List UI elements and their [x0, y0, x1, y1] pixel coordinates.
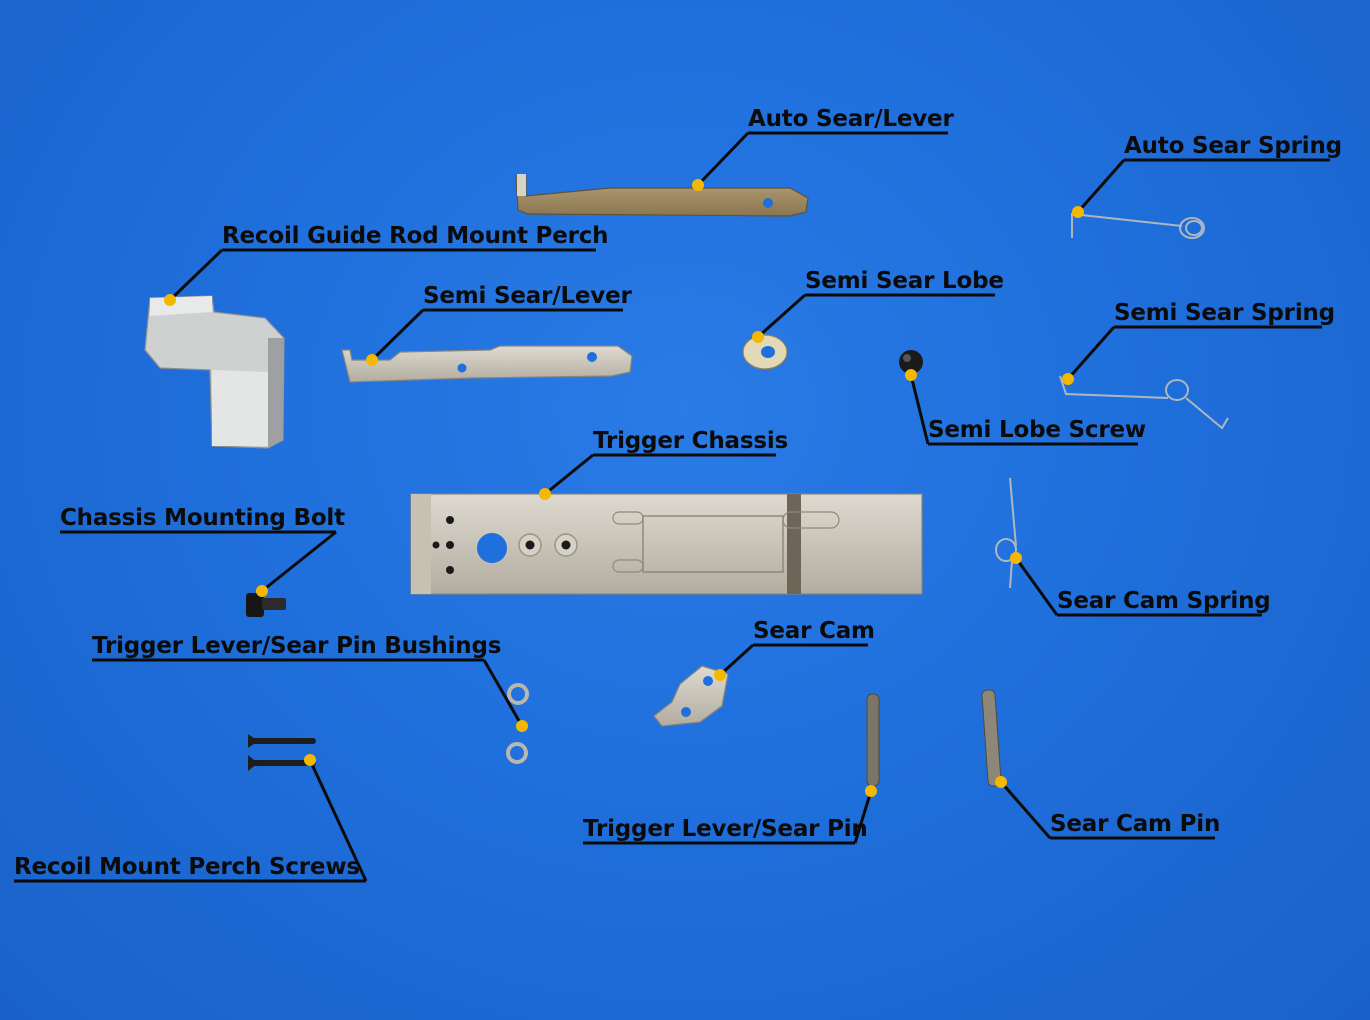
chassis-mounting-bolt-part [246, 593, 286, 617]
markers [164, 179, 1084, 797]
sear-cam-spring-part [995, 477, 1017, 589]
auto-sear-lever-part [515, 174, 809, 217]
label-underlines [14, 131, 1330, 883]
recoil-guide-rod-mount-perch-part [144, 295, 285, 449]
label-semi-sear-lobe: Semi Sear Lobe [805, 268, 1004, 294]
label-semi-sear-lever: Semi Sear/Lever [423, 283, 632, 309]
pin-bushings-part [506, 683, 529, 764]
recoil-mount-perch-screws-part [248, 734, 316, 771]
semi-sear-lobe-part [742, 334, 788, 370]
auto-sear-spring-part [1071, 212, 1205, 239]
label-sear-cam: Sear Cam [753, 618, 875, 644]
semi-sear-spring-part [1059, 375, 1229, 430]
label-auto-sear-spring: Auto Sear Spring [1124, 133, 1342, 159]
leader-lines [168, 131, 1126, 882]
label-trigger-lever-sear-pin: Trigger Lever/Sear Pin [583, 816, 868, 842]
label-sear-cam-spring: Sear Cam Spring [1057, 588, 1271, 614]
label-recoil-mount-perch-screws: Recoil Mount Perch Screws [14, 854, 360, 880]
sear-cam-part [653, 665, 729, 727]
semi-lobe-screw-part [899, 350, 923, 374]
label-chassis-mounting-bolt: Chassis Mounting Bolt [60, 505, 345, 531]
label-semi-sear-spring: Semi Sear Spring [1114, 300, 1335, 326]
label-auto-sear-lever: Auto Sear/Lever [748, 106, 954, 132]
label-trigger-chassis: Trigger Chassis [593, 428, 788, 454]
label-trigger-lever-sear-pin-bushings: Trigger Lever/Sear Pin Bushings [92, 633, 502, 659]
label-recoil-guide-rod-mount-perch: Recoil Guide Rod Mount Perch [222, 223, 609, 249]
sear-cam-pin-part [981, 689, 1002, 787]
semi-sear-lever-part [341, 345, 633, 383]
trigger-chassis-part [410, 493, 923, 595]
label-semi-lobe-screw: Semi Lobe Screw [928, 417, 1146, 443]
trigger-lever-sear-pin-part [866, 693, 880, 787]
label-sear-cam-pin: Sear Cam Pin [1050, 811, 1221, 837]
